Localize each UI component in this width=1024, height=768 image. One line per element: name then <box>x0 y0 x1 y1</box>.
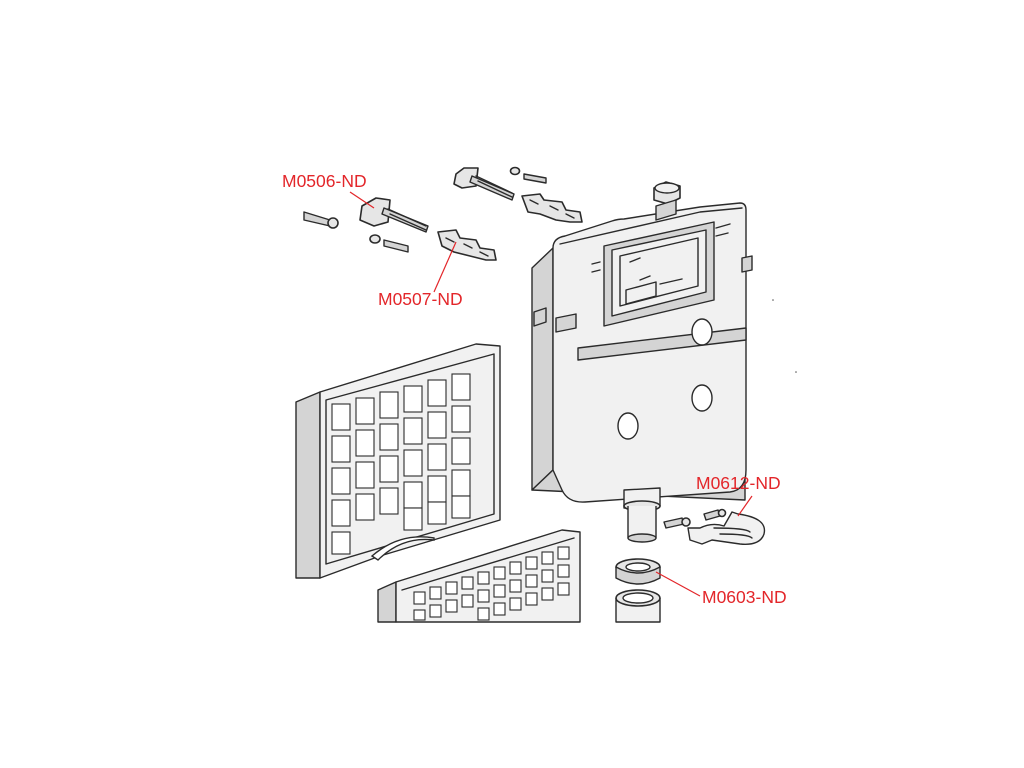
leader-m0507 <box>433 241 457 293</box>
label-m0612: M0612-ND <box>696 473 781 493</box>
seal-ring <box>615 558 661 585</box>
speck-dot <box>795 371 797 373</box>
leader-m0603 <box>655 571 701 597</box>
label-m0603: M0603-ND <box>702 587 787 607</box>
leader-m0612 <box>737 495 753 517</box>
outlet-pipe <box>623 487 661 543</box>
lower-grille-frame <box>377 529 581 623</box>
speck-dot <box>772 299 774 301</box>
leader-m0506 <box>349 191 375 209</box>
label-m0507: M0507-ND <box>378 289 463 309</box>
lower-pipe <box>615 589 661 623</box>
label-m0506: M0506-ND <box>282 171 367 191</box>
left-bracket-set <box>303 197 497 261</box>
grille-grid <box>331 373 471 555</box>
lower-grille-grid <box>413 546 570 621</box>
cistern-tank <box>531 181 753 503</box>
front-grille-frame <box>295 343 501 579</box>
upper-bracket-set <box>453 166 583 223</box>
leader-lines <box>349 191 753 597</box>
pipe-clamp <box>663 508 766 545</box>
